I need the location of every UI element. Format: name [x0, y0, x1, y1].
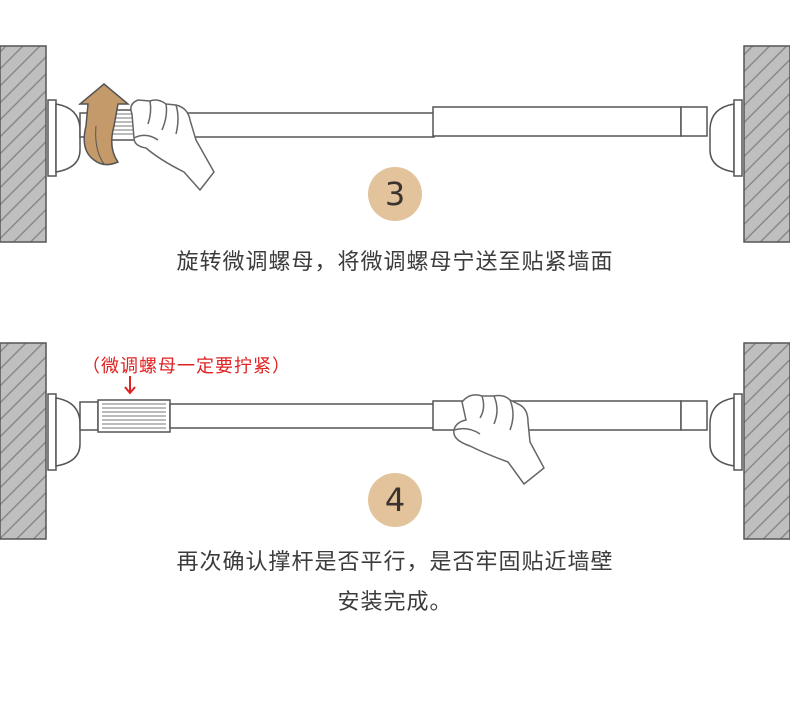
- inner-rod: [169, 403, 435, 429]
- step-4-caption-line-1: 再次确认撑杆是否平行，是否牢固贴近墙壁: [176, 550, 614, 575]
- hand-icon: [130, 99, 215, 191]
- right-wall: [743, 45, 790, 243]
- step-3-panel: 3 旋转微调螺母，将微调螺母宁送至贴紧墙面: [0, 0, 790, 300]
- right-mount: [680, 393, 743, 471]
- step-4-illustration: [0, 342, 790, 540]
- rotate-arrow-icon: [77, 83, 131, 166]
- right-wall: [743, 342, 790, 540]
- hand-icon: [453, 394, 545, 485]
- left-wall: [0, 342, 47, 540]
- left-mount: [47, 393, 99, 471]
- down-arrow-icon: [124, 376, 136, 395]
- step-3-badge: 3: [368, 167, 422, 221]
- left-wall: [0, 45, 47, 243]
- right-mount: [680, 99, 743, 177]
- step-3-illustration: [0, 45, 790, 243]
- step-4-badge: 4: [368, 473, 422, 527]
- tighten-note: （微调螺母一定要拧紧）: [82, 356, 291, 377]
- step-4-panel: （微调螺母一定要拧紧） 4 再次确认撑杆是否平行，是否牢固贴近墙壁 安装完成。: [0, 300, 790, 719]
- step-4-caption-line-2: 安装完成。: [337, 590, 453, 615]
- outer-rod: [432, 106, 682, 137]
- inner-rod: [157, 112, 435, 138]
- step-3-caption: 旋转微调螺母，将微调螺母宁送至贴紧墙面: [176, 250, 614, 275]
